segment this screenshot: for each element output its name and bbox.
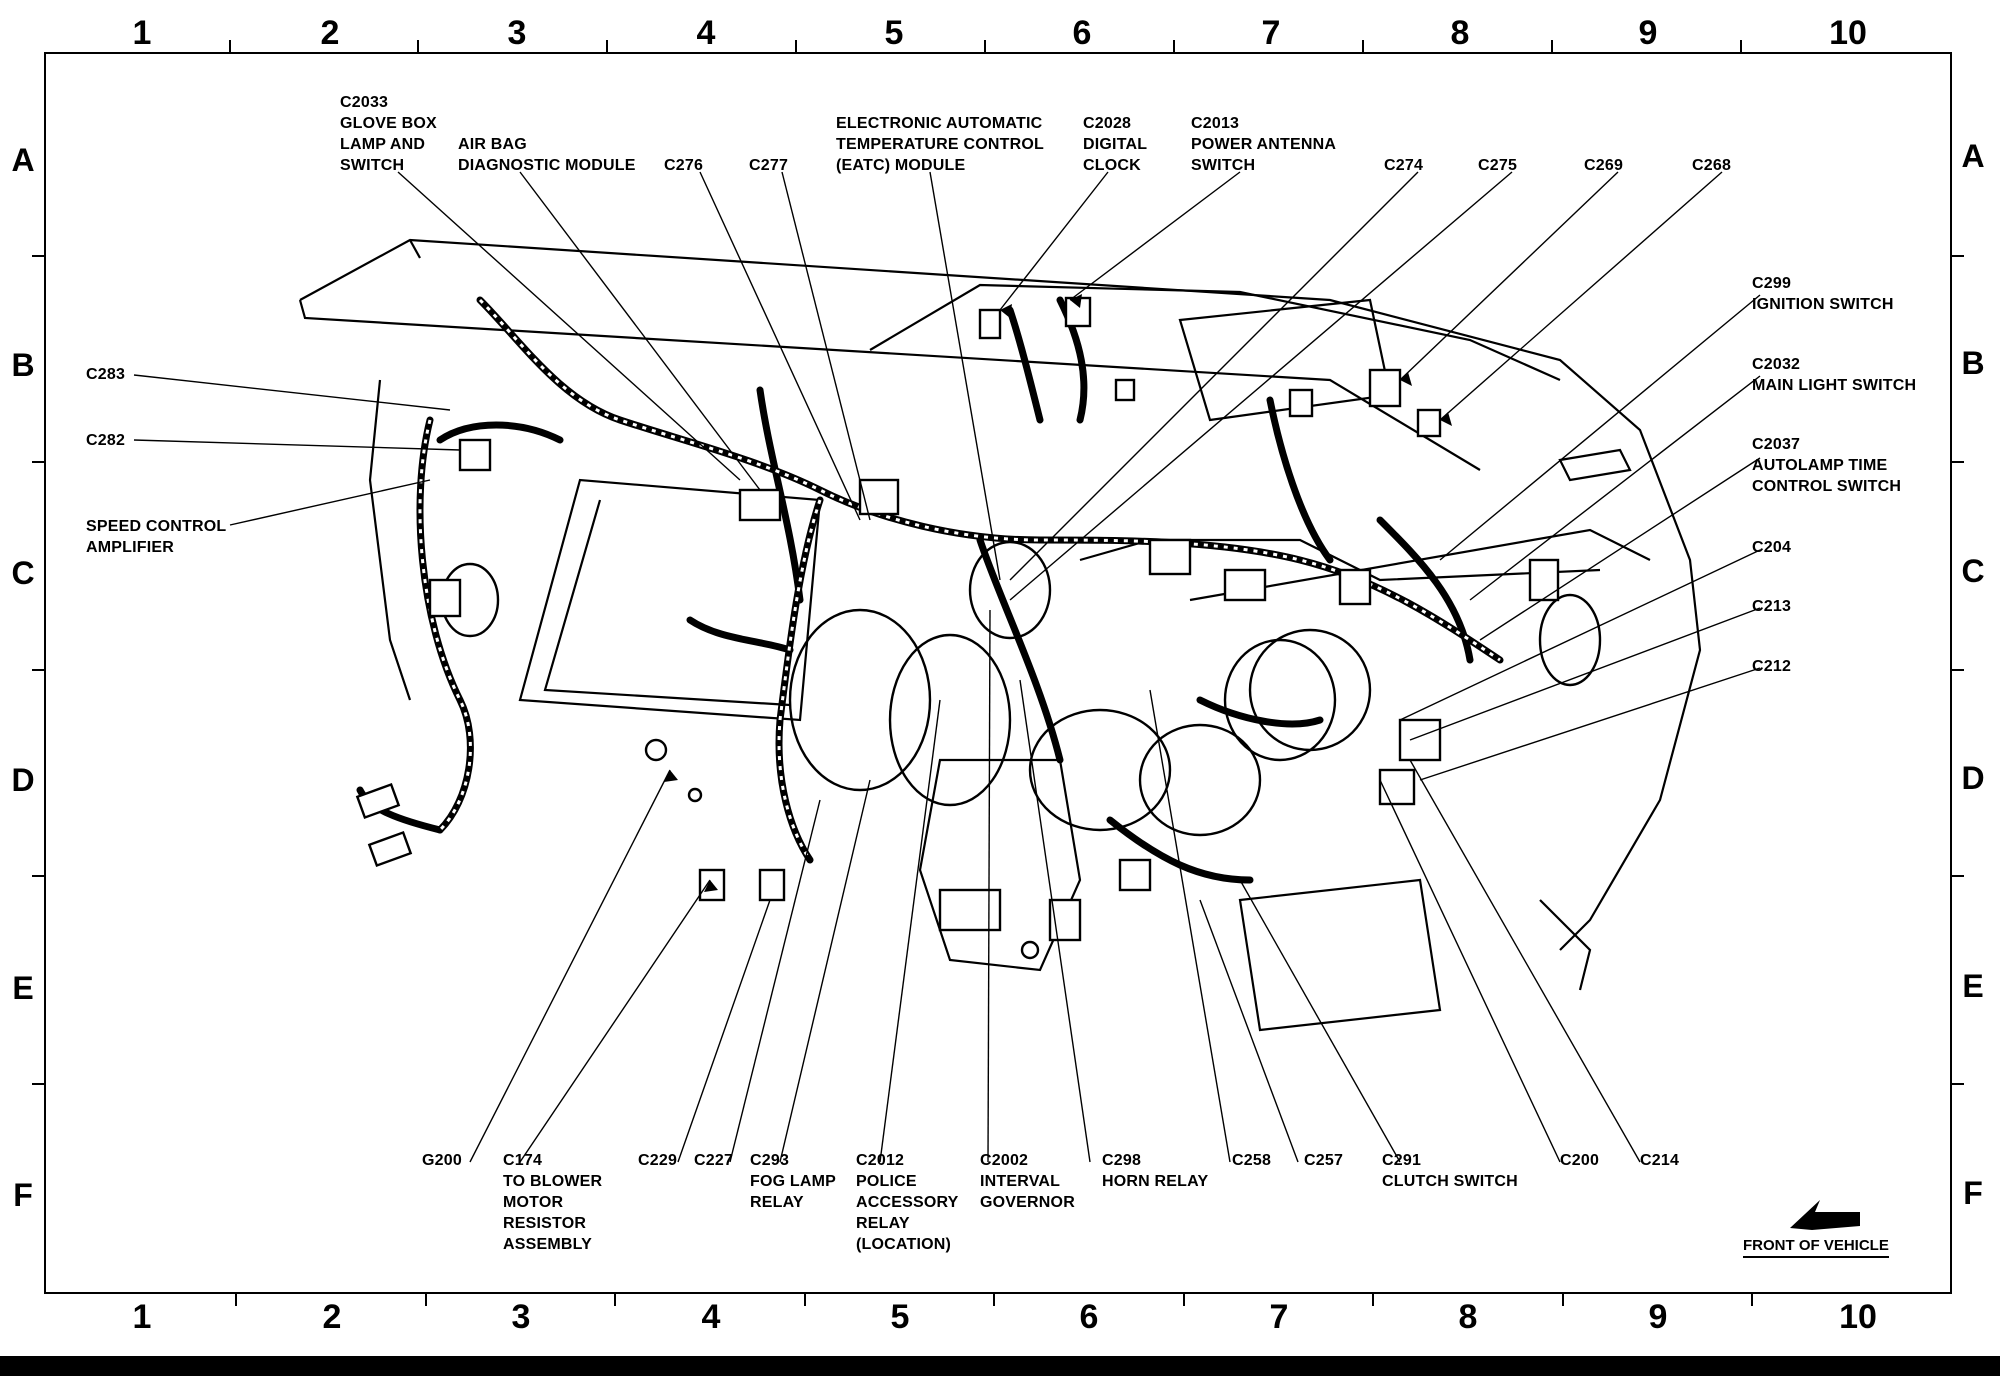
grid-row-left-A: A <box>11 142 35 178</box>
leader-arrowheads <box>664 294 1452 892</box>
label-c204: C204 <box>1752 539 1792 556</box>
label-c283: C283 <box>86 366 126 383</box>
label-c257: C257 <box>1304 1152 1344 1169</box>
label-c274: C274 <box>1384 157 1424 174</box>
label-c212: C212 <box>1752 658 1792 675</box>
label-c213: C213 <box>1752 598 1792 615</box>
grid-ticks <box>32 40 1964 1306</box>
wiring-harness <box>356 296 1504 884</box>
grid-row-left-E: E <box>12 970 34 1006</box>
grid-col-top-7: 7 <box>1261 14 1281 52</box>
grid-row-left-D: D <box>11 762 35 798</box>
grid-col-bottom-1: 1 <box>132 1298 152 1336</box>
label-c268: C268 <box>1692 157 1732 174</box>
grid-col-top-2: 2 <box>320 14 340 52</box>
grid-row-right-F: F <box>1963 1175 1983 1211</box>
harness-tape-pattern <box>418 298 1501 861</box>
grid-col-bottom-8: 8 <box>1458 1298 1478 1336</box>
label-g200: G200 <box>422 1152 462 1169</box>
diagram-frame <box>44 52 1952 1294</box>
label-c200: C200 <box>1560 1152 1600 1169</box>
front-of-vehicle-indicator: FRONT OF VEHICLE <box>1735 1185 1915 1258</box>
grid-col-top-8: 8 <box>1450 14 1470 52</box>
grid-row-left-B: B <box>11 347 35 383</box>
grid-col-top-9: 9 <box>1638 14 1658 52</box>
label-c275: C275 <box>1478 157 1518 174</box>
grid-row-right-E: E <box>1962 968 1984 1004</box>
grid-col-top-4: 4 <box>696 14 716 52</box>
grid-col-top-10: 10 <box>1829 14 1867 52</box>
grid-col-bottom-5: 5 <box>890 1298 910 1336</box>
leader-lines <box>133 171 1761 1163</box>
grid-row-right-B: B <box>1961 345 1985 381</box>
grid-col-bottom-7: 7 <box>1269 1298 1289 1336</box>
label-c276: C276 <box>664 157 704 174</box>
connectors <box>355 296 1560 960</box>
grid-row-right-A: A <box>1961 138 1985 174</box>
grid-row-left-F: F <box>13 1177 33 1213</box>
bottom-border-bar <box>0 1356 2000 1376</box>
grid-col-bottom-6: 6 <box>1079 1298 1099 1336</box>
grid-col-bottom-4: 4 <box>701 1298 721 1336</box>
grid-row-left-C: C <box>11 555 35 591</box>
grid-col-bottom-10: 10 <box>1839 1298 1877 1336</box>
grid-col-top-5: 5 <box>884 14 904 52</box>
grid-row-right-D: D <box>1961 760 1985 796</box>
grid-col-top-6: 6 <box>1072 14 1092 52</box>
label-c269: C269 <box>1584 157 1624 174</box>
label-c229: C229 <box>638 1152 678 1169</box>
label-c214: C214 <box>1640 1152 1680 1169</box>
grid-col-top-3: 3 <box>507 14 527 52</box>
grid-col-bottom-2: 2 <box>322 1298 342 1336</box>
grid-col-bottom-3: 3 <box>511 1298 531 1336</box>
front-of-vehicle-label: FRONT OF VEHICLE <box>1743 1237 1889 1258</box>
label-c258: C258 <box>1232 1152 1272 1169</box>
label-c277: C277 <box>749 157 789 174</box>
label-c227: C227 <box>694 1152 734 1169</box>
grid-col-bottom-9: 9 <box>1648 1298 1668 1336</box>
label-c282: C282 <box>86 432 126 449</box>
grid-col-top-1: 1 <box>132 14 152 52</box>
front-of-vehicle-arrow <box>1790 1200 1860 1230</box>
grid-row-right-C: C <box>1961 553 1985 589</box>
